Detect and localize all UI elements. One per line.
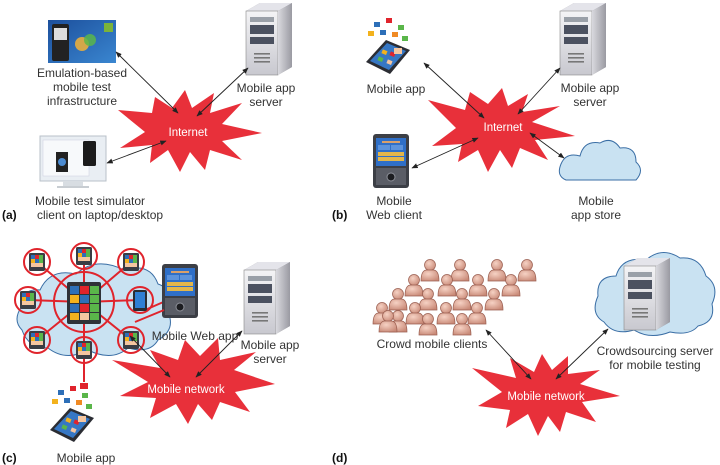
node-label: infrastructure: [47, 94, 117, 108]
hub-label: Internet: [169, 127, 209, 139]
link-arrow: [115, 51, 179, 114]
panel-b: Internet Mobile app Mobile app server Mo…: [332, 2, 641, 222]
node-label: Crowdsourcing server: [597, 344, 714, 358]
panel-c: Mobile network: [2, 242, 300, 465]
node-label: app store: [571, 208, 621, 222]
node-label: client on laptop/desktop: [37, 208, 163, 222]
node-label: mobile test: [53, 80, 112, 94]
link-arrow: [423, 62, 485, 119]
panel-tag: (d): [332, 451, 347, 465]
node-label: Mobile app: [561, 81, 620, 95]
device-cloud-cluster-icon: [14, 242, 171, 389]
server-icon: [243, 261, 291, 335]
node-label: server: [249, 95, 282, 109]
node-label: Mobile app: [241, 338, 300, 352]
link-arrow: [195, 330, 243, 378]
node-label: for mobile testing: [609, 358, 700, 372]
link-arrow: [196, 67, 249, 117]
link-arrow: [529, 132, 565, 159]
crowd-people-icon: [372, 259, 537, 336]
server-icon: [559, 2, 607, 76]
node-label: Mobile: [578, 194, 614, 208]
cloud-icon: [558, 139, 641, 181]
internet-hub: Internet: [118, 90, 262, 172]
server-icon: [245, 2, 293, 76]
node-label: server: [573, 95, 606, 109]
desktop-monitor-icon: [39, 135, 107, 188]
panel-tag: (a): [2, 208, 17, 222]
mobile-web-device-icon: [161, 263, 199, 319]
node-label: Web client: [366, 208, 422, 222]
node-label: Mobile app: [237, 81, 296, 95]
hub-label: Mobile network: [147, 384, 225, 396]
node-label: Mobile: [376, 194, 412, 208]
link-arrow: [517, 67, 561, 115]
node-label: Mobile test simulator: [35, 194, 145, 208]
panel-a: Internet Emulation-based mobile test inf…: [2, 2, 296, 222]
link-arrow: [129, 335, 171, 378]
hub-label: Internet: [484, 122, 524, 134]
web-app-link: [134, 309, 165, 323]
node-label: Emulation-based: [37, 66, 127, 80]
panel-d: Mobile network Crowd mobile clients Crow…: [332, 252, 716, 465]
panel-tag: (c): [2, 451, 17, 465]
node-label: Mobile Web app: [152, 329, 239, 343]
panel-tag: (b): [332, 208, 347, 222]
emulator-screen-icon: [48, 20, 116, 63]
node-label: server: [253, 352, 286, 366]
node-label: Crowd mobile clients: [377, 337, 488, 351]
node-label: Mobile app: [367, 82, 426, 96]
node-label: Mobile app: [57, 451, 116, 465]
mobile-app-tablet-icon: [50, 386, 94, 442]
link-arrow: [555, 328, 609, 380]
mobile-app-tablet-icon: [366, 18, 410, 74]
link-arrow: [106, 140, 167, 164]
hub-label: Mobile network: [507, 391, 585, 403]
link-arrow: [485, 329, 532, 380]
link-arrow: [411, 137, 479, 169]
mobile-network-hub: Mobile network: [472, 354, 620, 436]
mobile-web-device-icon: [372, 133, 410, 189]
internet-hub: Internet: [428, 88, 575, 172]
cloud-server-icon: [594, 252, 716, 336]
